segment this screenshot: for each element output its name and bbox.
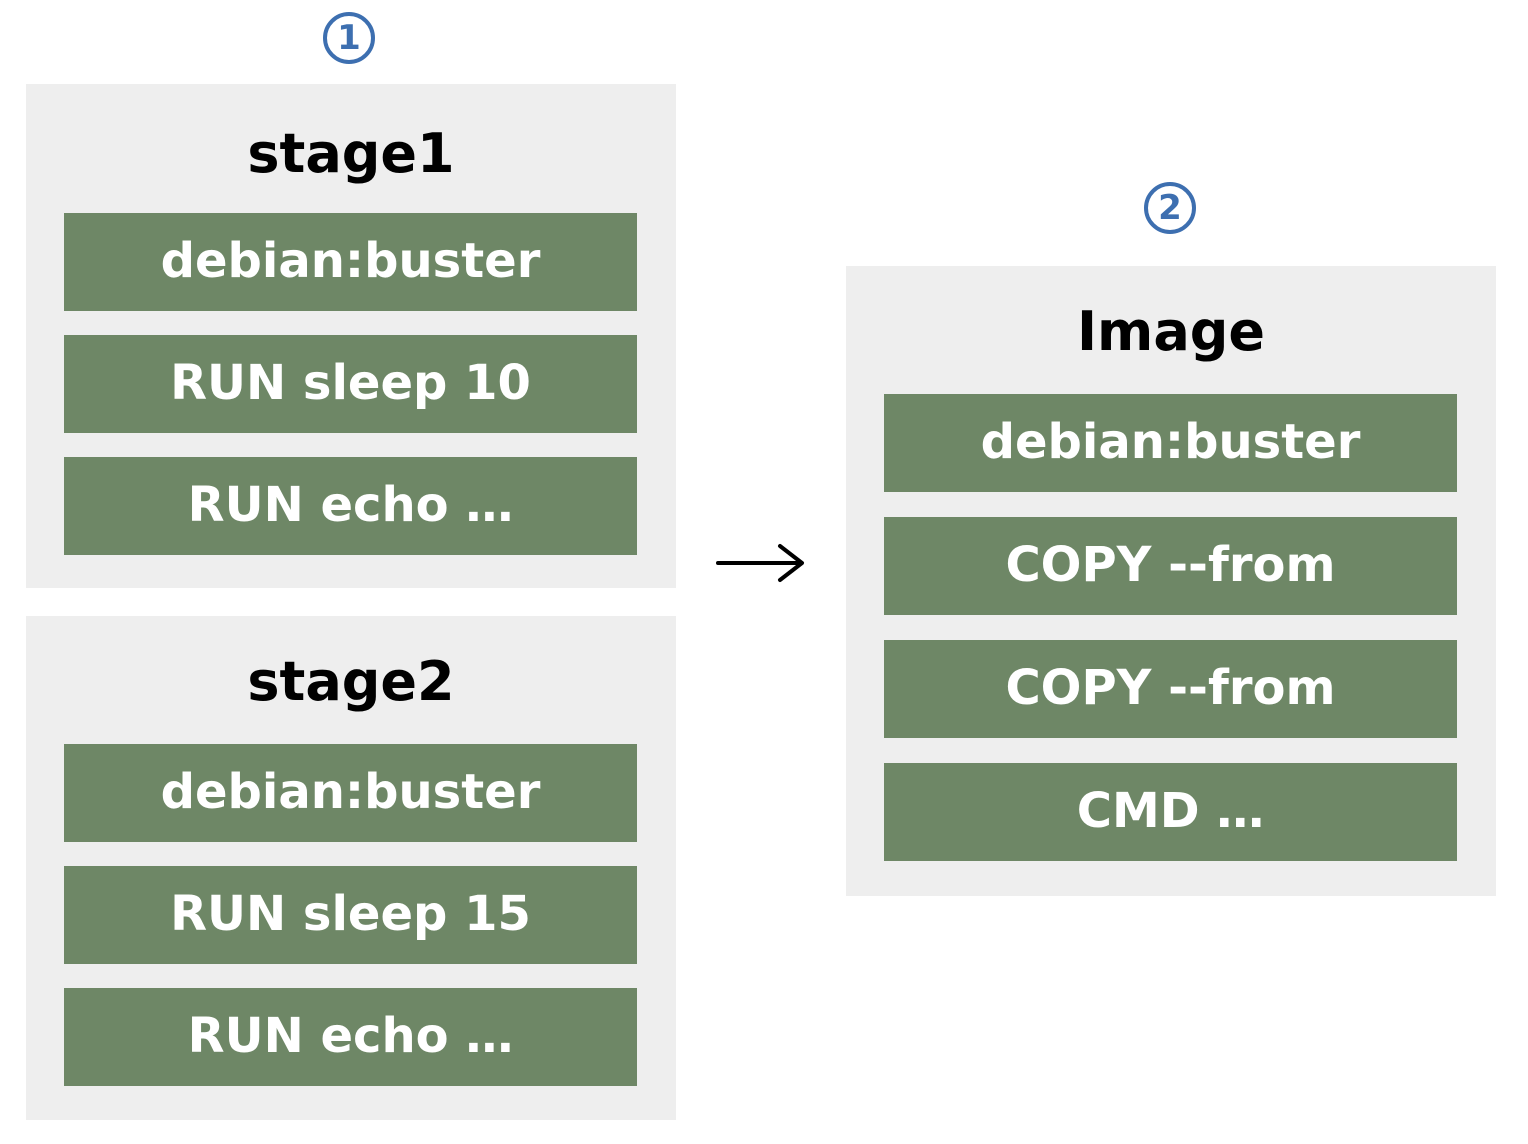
stage1-layer-run-echo: RUN echo … [64, 457, 637, 555]
stage2-layer-run-echo: RUN echo … [64, 988, 637, 1086]
stage2-layer-base: debian:buster [64, 744, 637, 842]
stage1-panel: stage1 debian:buster RUN sleep 10 RUN ec… [26, 84, 676, 588]
stage1-layer-base: debian:buster [64, 213, 637, 311]
right-arrow-icon [716, 544, 804, 582]
stage2-title: stage2 [247, 650, 455, 713]
image-layer-base: debian:buster [884, 394, 1457, 492]
step-2-marker: 2 [1144, 182, 1196, 234]
stage2-panel: stage2 debian:buster RUN sleep 15 RUN ec… [26, 616, 676, 1120]
image-layer-copy-1: COPY --from [884, 517, 1457, 615]
stage2-layer-run-sleep: RUN sleep 15 [64, 866, 637, 964]
image-title: Image [1076, 300, 1266, 363]
stage1-title: stage1 [247, 122, 455, 185]
image-layer-cmd: CMD … [884, 763, 1457, 861]
image-panel: Image debian:buster COPY --from COPY --f… [846, 266, 1496, 896]
step-1-marker: 1 [323, 12, 375, 64]
image-layer-copy-2: COPY --from [884, 640, 1457, 738]
stage1-layer-run-sleep: RUN sleep 10 [64, 335, 637, 433]
